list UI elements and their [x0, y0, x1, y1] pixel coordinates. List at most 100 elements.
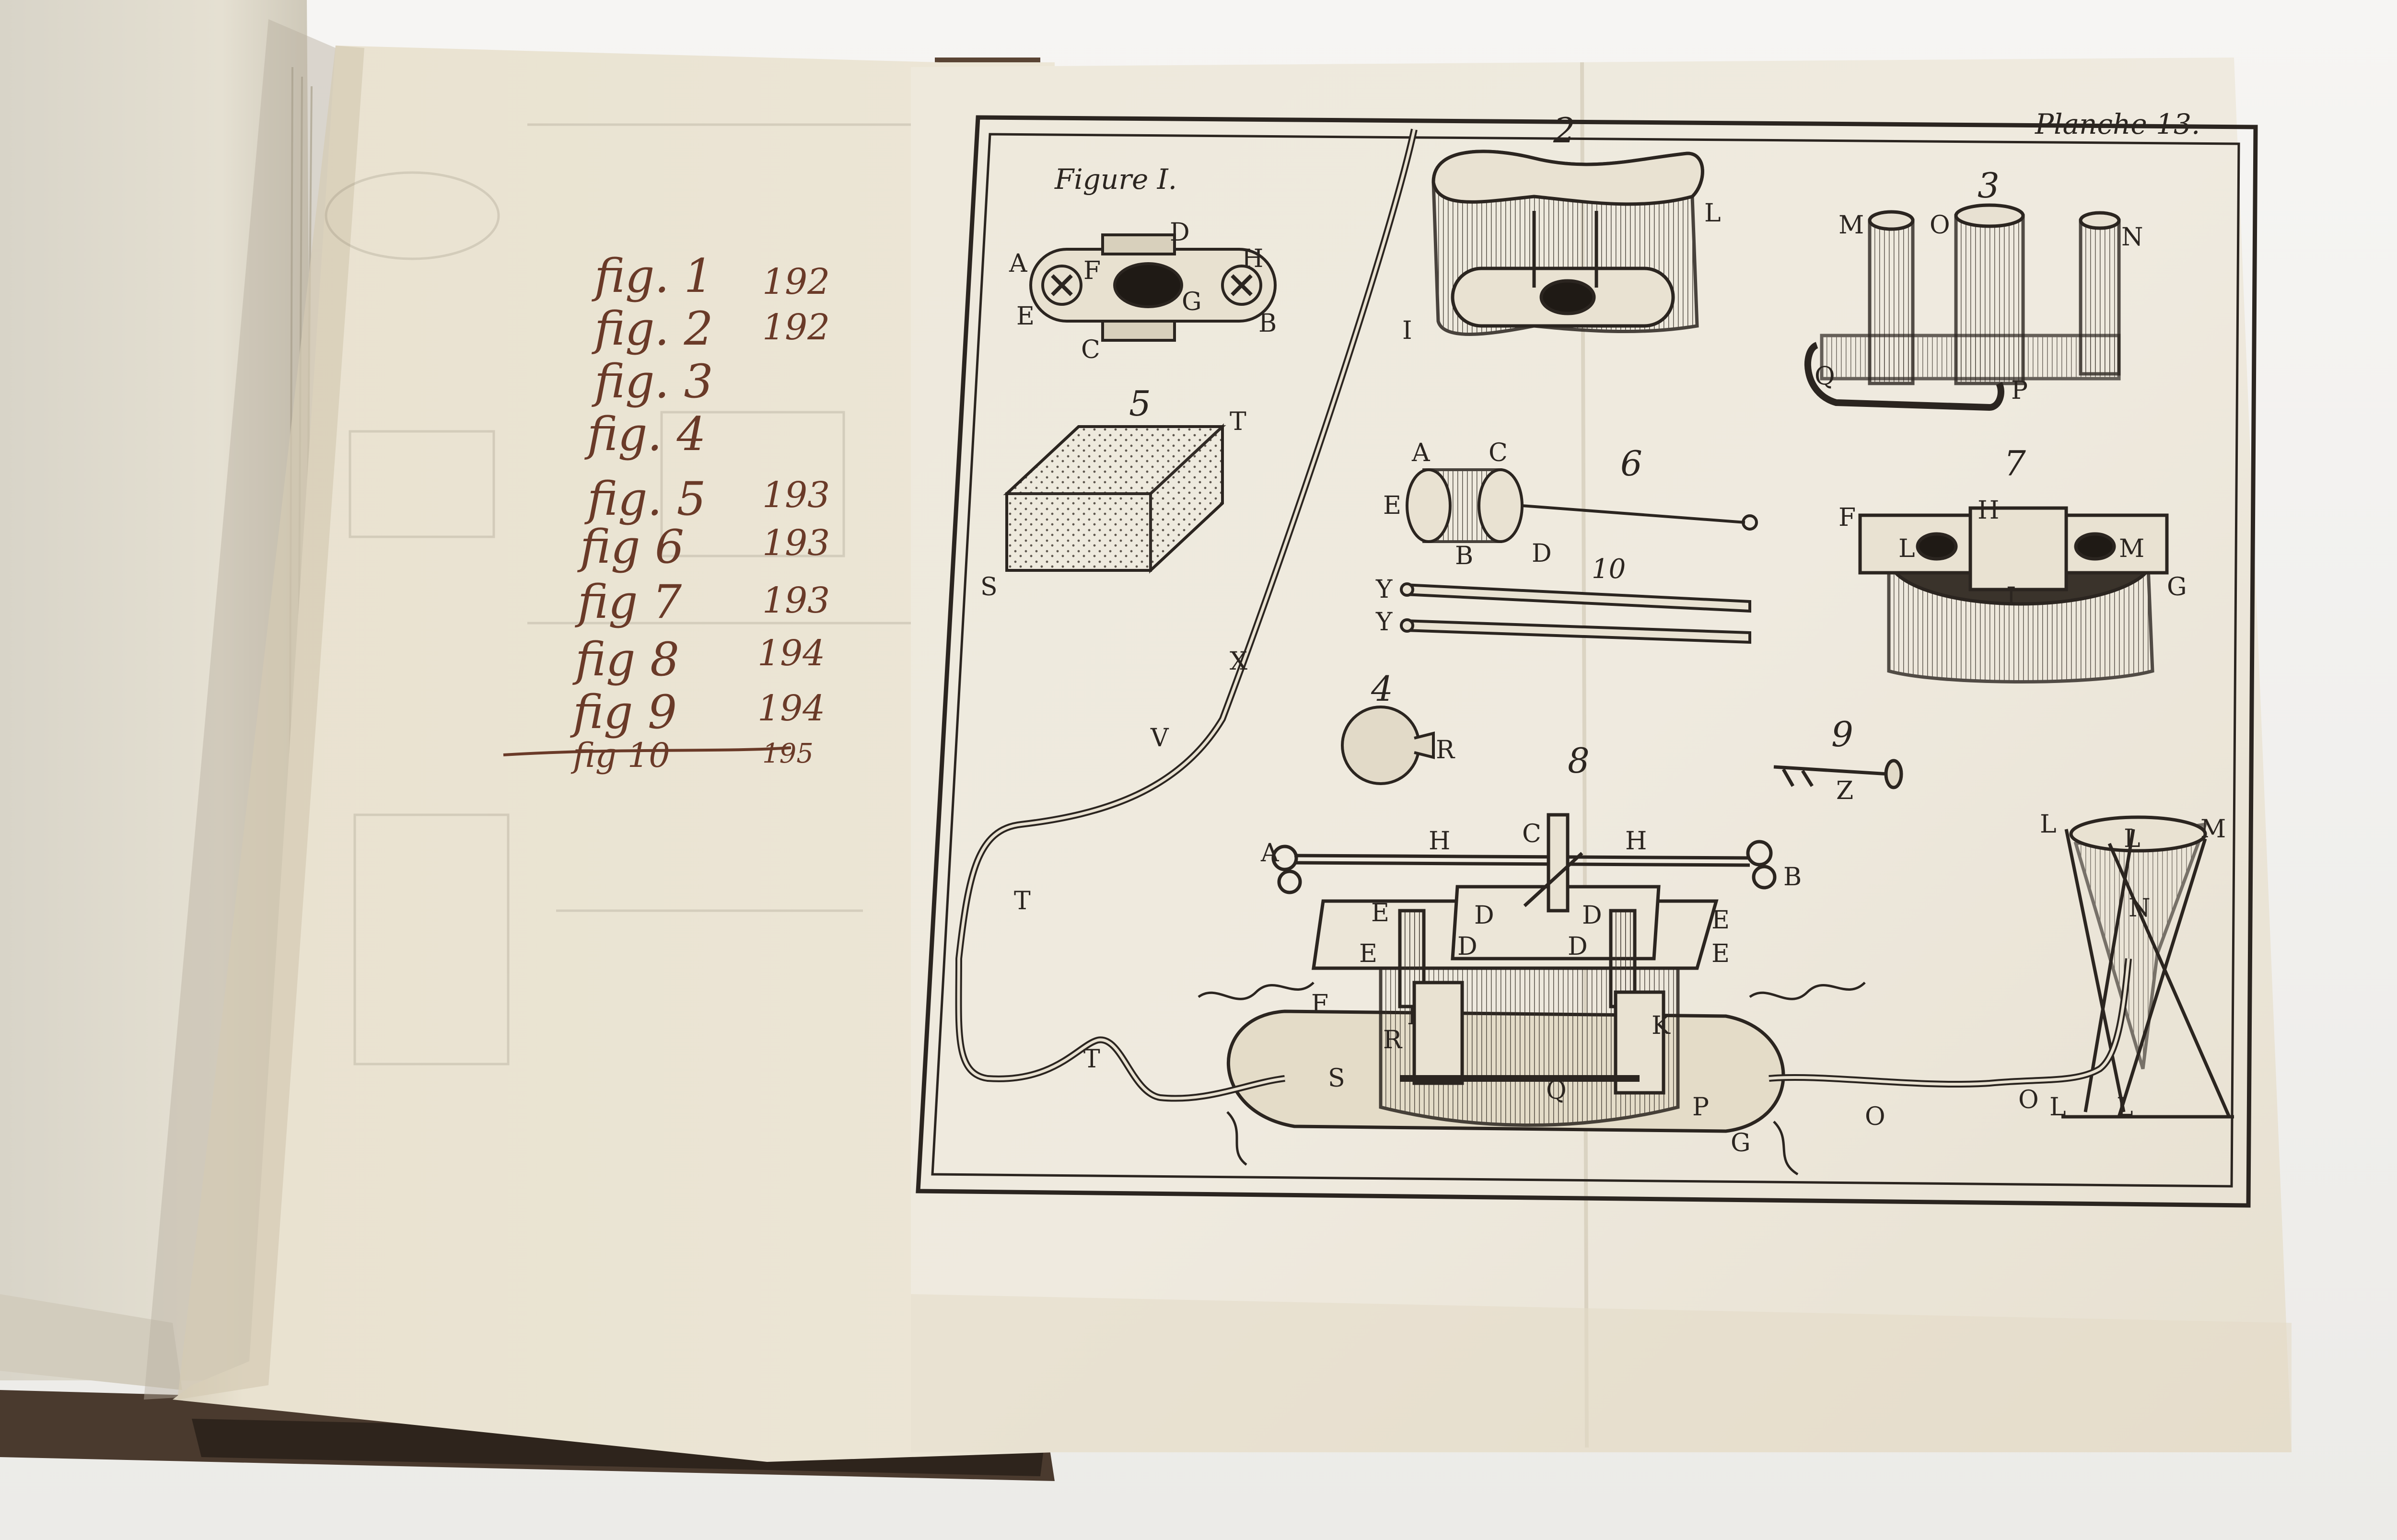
- label-fig1-f: F: [1083, 256, 1101, 285]
- label-fig8-a: A: [1261, 839, 1279, 868]
- label-fig8-k: K: [1652, 1011, 1670, 1040]
- label-fig1-h: H: [1242, 244, 1264, 273]
- label-fig1-e: E: [1016, 302, 1035, 331]
- label-fig2-i: I: [1402, 316, 1412, 345]
- label-fig3-o: O: [1930, 211, 1950, 240]
- label-fig8-m: M: [2200, 815, 2226, 844]
- label-fig6-b: B: [1455, 542, 1474, 570]
- label-fig3-q: Q: [1815, 362, 1835, 391]
- label-fig8-i: I: [1407, 1002, 1417, 1031]
- figure-number-9: 9: [1831, 714, 1853, 754]
- figure-number-6: 6: [1620, 443, 1642, 484]
- figure-1-drawing: [1029, 233, 1277, 342]
- label-fig8-e2: E: [1359, 939, 1377, 968]
- index-fig-9: fig 9: [573, 685, 677, 739]
- label-fig8-l4: L: [2124, 824, 2141, 853]
- label-fig8-s: S: [1328, 1064, 1345, 1093]
- figure-8-drawing: [1227, 813, 1785, 1133]
- label-fig8-f: F: [1311, 990, 1329, 1019]
- figure-2-drawing: [1431, 150, 1704, 336]
- label-fig10-y1: Y: [1376, 575, 1393, 604]
- label-fig8-e1: E: [1371, 899, 1389, 927]
- label-tube-v: V: [1151, 724, 1169, 753]
- index-fig-8: fig 8: [575, 633, 680, 686]
- index-page-7: 193: [762, 580, 830, 621]
- label-fig7-i: I: [2006, 582, 2016, 611]
- plate-title: Planche 13.: [2035, 108, 2200, 140]
- label-fig7-h: H: [1978, 496, 2000, 525]
- label-fig8-d1: D: [1474, 901, 1494, 930]
- label-fig8-l1: L: [2049, 1093, 2066, 1122]
- label-fig5-s: S: [980, 573, 998, 602]
- label-fig8-h1: H: [1429, 827, 1451, 856]
- label-fig6-d: D: [1532, 539, 1552, 568]
- index-fig-3: fig. 3: [594, 355, 713, 408]
- label-fig6-c: C: [1489, 439, 1508, 467]
- label-fig1-d: D: [1170, 218, 1190, 247]
- label-fig1-b: B: [1258, 309, 1277, 338]
- label-fig8-d2: D: [1582, 901, 1602, 930]
- figure-6-drawing: [1406, 468, 1758, 543]
- label-fig10-y2: Y: [1376, 608, 1393, 637]
- figure-number-10: 10: [1592, 554, 1626, 585]
- label-fig4-r: R: [1436, 736, 1455, 764]
- label-fig8-o2: O: [2018, 1086, 2039, 1114]
- label-fig8-o1: O: [1865, 1102, 1885, 1131]
- index-fig-10: fig 10: [573, 736, 670, 775]
- figure-7-drawing: [1858, 506, 2169, 683]
- label-fig3-p: P: [2011, 376, 2028, 405]
- label-fig8-r: R: [1383, 1026, 1402, 1054]
- figure-number-3: 3: [1978, 165, 2000, 206]
- label-fig6-a: A: [1412, 439, 1430, 467]
- label-fig8-d4: D: [1568, 932, 1588, 961]
- label-fig1-c: C: [1081, 336, 1100, 364]
- index-fig-4: fig. 4: [587, 407, 706, 461]
- label-fig5-t: T: [1230, 407, 1246, 436]
- figure-number-5: 5: [1129, 383, 1151, 424]
- index-page-10: 195: [762, 738, 814, 769]
- index-fig-5: fig. 5: [587, 472, 706, 526]
- index-page-5: 193: [762, 475, 830, 516]
- label-fig8-n: N: [2129, 894, 2151, 923]
- figure-number-7: 7: [2004, 443, 2026, 484]
- label-fig1-g: G: [1182, 288, 1202, 316]
- label-fig8-e3: E: [1711, 906, 1730, 935]
- label-fig2-l: L: [1704, 199, 1721, 228]
- index-fig-7: fig 7: [578, 575, 682, 629]
- label-fig7-l: L: [1898, 534, 1915, 563]
- figure-10-drawing: [1400, 582, 1751, 644]
- figure-number-4: 4: [1371, 669, 1393, 709]
- figure-number-8: 8: [1568, 741, 1590, 781]
- label-fig7-f: F: [1838, 503, 1856, 532]
- figure-1-title: Figure I.: [1055, 163, 1177, 196]
- label-fig8-g: G: [1731, 1129, 1751, 1158]
- label-fig8-b: B: [1783, 863, 1802, 892]
- label-fig8-p: P: [1692, 1093, 1709, 1122]
- index-page-9: 194: [757, 688, 826, 729]
- label-fig1-a: A: [1009, 249, 1027, 278]
- label-fig8-d3: D: [1457, 932, 1478, 961]
- index-page-1: 192: [762, 261, 830, 302]
- label-fig3-m: M: [1838, 211, 1864, 240]
- label-fig8-h2: H: [1625, 827, 1647, 856]
- figure-5-drawing: [1003, 423, 1226, 574]
- index-fig-6: fig 6: [580, 520, 685, 574]
- figure-4-drawing: [1341, 706, 1435, 785]
- label-tube-x: X: [1230, 647, 1248, 676]
- index-page-2: 192: [762, 307, 830, 348]
- index-fig-2: fig. 2: [594, 302, 713, 356]
- index-page-8: 194: [757, 633, 826, 674]
- label-fig8-q: Q: [1546, 1076, 1567, 1105]
- label-fig7-g: G: [2167, 573, 2187, 602]
- label-tube-t1: T: [1014, 887, 1031, 915]
- label-fig7-m: M: [2119, 534, 2145, 563]
- index-page-6: 193: [762, 522, 830, 564]
- figure-3-drawing: [1804, 203, 2121, 411]
- horn-drawing: [2061, 815, 2234, 1119]
- figure-number-2: 2: [1553, 110, 1575, 151]
- figure-9-drawing: [1773, 759, 1903, 789]
- label-fig9-z: Z: [1836, 776, 1854, 805]
- label-fig8-l3: L: [2040, 810, 2057, 839]
